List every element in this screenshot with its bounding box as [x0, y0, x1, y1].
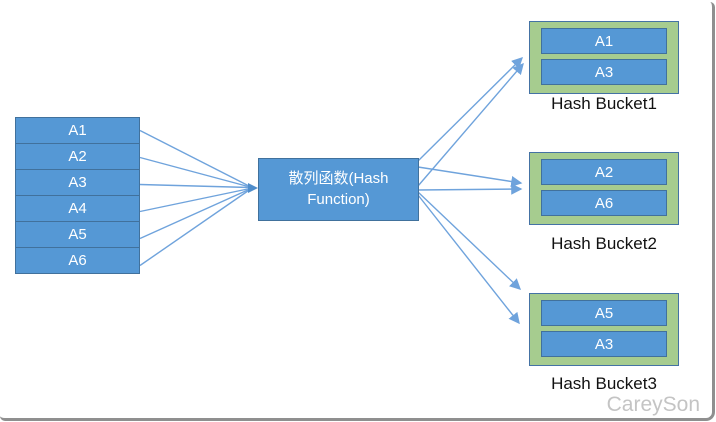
list-item: A2	[15, 143, 140, 170]
hash-bucket-1: A1 A3	[529, 21, 679, 94]
list-item: A5	[15, 221, 140, 248]
input-list: A1 A2 A3 A4 A5 A6	[15, 117, 140, 274]
list-item: A6	[15, 247, 140, 274]
bucket-slot: A3	[541, 331, 667, 357]
hash-bucket-2: A2 A6	[529, 152, 679, 225]
hash-bucket-3: A5 A3	[529, 293, 679, 366]
hash-to-bucket-lines	[417, 57, 524, 325]
input-to-hash-lines	[139, 129, 251, 267]
watermark: CareySon	[606, 393, 700, 416]
bucket-slot: A3	[541, 59, 667, 85]
list-item: A4	[15, 195, 140, 222]
hash-bucket-1-label: Hash Bucket1	[551, 94, 657, 113]
hash-bucket-2-label: Hash Bucket2	[551, 234, 657, 253]
hash-bucket-3-label: Hash Bucket3	[551, 374, 657, 393]
bucket-slot: A6	[541, 190, 667, 216]
list-item: A3	[15, 169, 140, 196]
hash-arrowhead	[248, 183, 258, 193]
bucket-slot: A2	[541, 159, 667, 185]
hash-function-box: 散列函数(Hash Function)	[258, 158, 419, 221]
bucket-slot: A5	[541, 300, 667, 326]
list-item: A1	[15, 117, 140, 144]
bucket-slot: A1	[541, 28, 667, 54]
